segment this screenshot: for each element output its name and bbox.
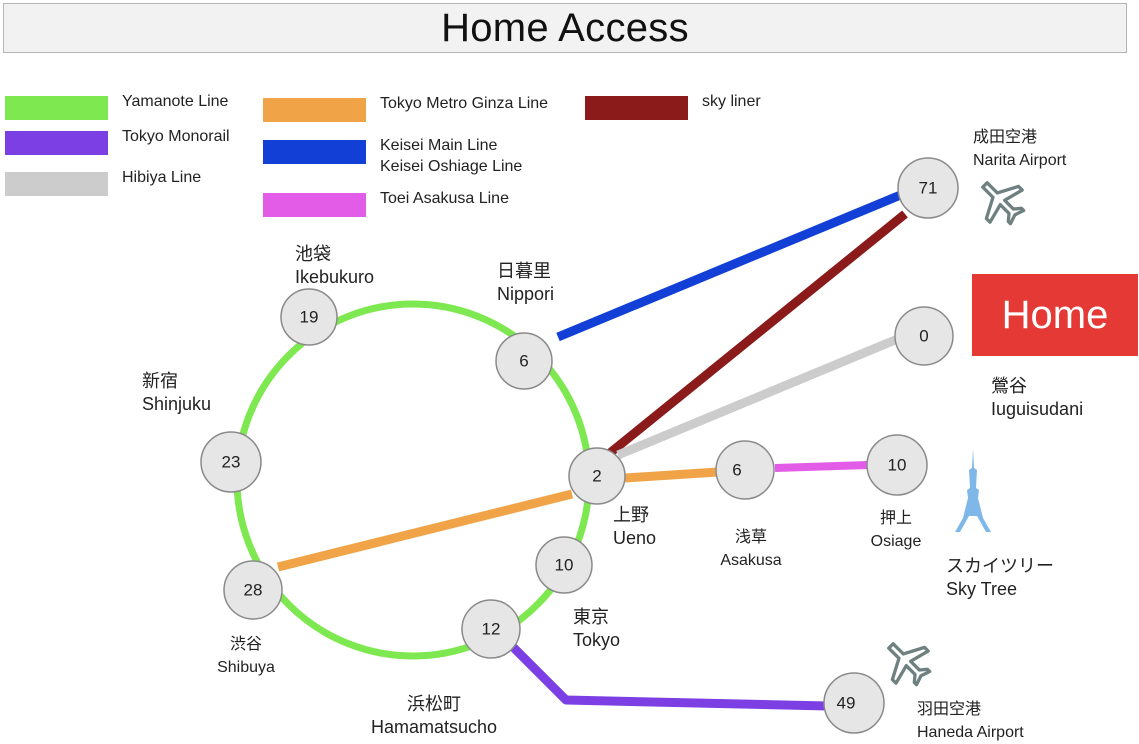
legend-label: Yamanote Line: [122, 93, 229, 110]
legend-label: sky liner: [702, 93, 761, 110]
station-minutes: 23: [222, 453, 241, 472]
station-label-ikebukuro: 池袋 Ikebukuro: [295, 243, 374, 289]
station-marker-ueno[interactable]: 2: [568, 447, 626, 505]
station-minutes: 10: [888, 456, 907, 475]
station-name-en: Shinjuku: [142, 394, 212, 414]
station-name-ja: 羽田空港: [917, 701, 982, 718]
ginza-line-segment: [276, 489, 574, 572]
station-minutes: 6: [519, 352, 528, 371]
station-name-ja: 浅草: [734, 529, 767, 546]
airplane-icon: [981, 181, 1026, 226]
station-label-ueno: 上野 Ueno: [613, 504, 656, 550]
station-name-en: Hamamatsucho: [370, 717, 498, 737]
legend-label: Tokyo Monorail: [122, 128, 230, 145]
station-minutes: 6: [732, 461, 741, 480]
station-label-shinjuku: 新宿 Shinjuku: [142, 370, 211, 416]
station-name-ja: 東京: [573, 607, 609, 627]
legend-swatch: [585, 96, 688, 120]
station-name-ja: 成田空港: [973, 129, 1038, 146]
station-name-en: Shibuya: [217, 659, 275, 676]
station-name-en: Nippori: [497, 284, 555, 304]
station-name-ja: 池袋: [295, 244, 331, 264]
legend-label: Hibiya Line: [122, 169, 202, 186]
legend-swatch: [5, 131, 108, 155]
station-label-narita: 成田空港 Narita Airport: [973, 126, 1066, 172]
legend-item-skyliner: sky liner: [585, 93, 761, 120]
station-label-nippori: 日暮里 Nippori: [497, 260, 554, 306]
skyliner-segment: [602, 210, 908, 461]
station-label-oshiage: 押上 Osiage: [851, 507, 941, 553]
legend-item-monorail: Tokyo Monorail: [5, 128, 230, 155]
legend-item-ginza: Tokyo Metro Ginza Line: [263, 95, 548, 122]
station-label-uguisudani: 鶯谷 Iuguisudani: [991, 375, 1083, 421]
station-minutes: 71: [919, 179, 938, 198]
page-title: Home Access: [441, 5, 689, 50]
station-marker-asakusa[interactable]: 6: [715, 440, 775, 500]
station-name-en: Ueno: [613, 528, 657, 548]
station-label-hamamatsucho: 浜松町 Hamamatsucho: [354, 693, 514, 739]
station-name-en: Iuguisudani: [991, 399, 1084, 419]
station-label-shibuya: 渋谷 Shibuya: [196, 633, 296, 679]
ginza-line-segment: [624, 467, 719, 483]
station-minutes: 19: [300, 308, 319, 327]
station-name-en: Haneda Airport: [917, 724, 1024, 741]
legend-label: Tokyo Metro Ginza Line: [380, 95, 549, 112]
station-marker-nippori[interactable]: 6: [495, 332, 553, 390]
station-marker-shinjuku[interactable]: 23: [200, 431, 262, 493]
station-minutes: 2: [592, 467, 601, 486]
station-name-ja: 上野: [613, 505, 649, 525]
legend-swatch: [5, 96, 108, 120]
station-marker-ikebukuro[interactable]: 19: [280, 288, 338, 346]
legend-item-toei-asakusa: Toei Asakusa Line: [263, 190, 509, 217]
station-minutes: 12: [482, 620, 501, 639]
asakusa-line-segment: [774, 461, 869, 472]
station-name-ja: 日暮里: [497, 261, 551, 281]
station-name-ja: 押上: [879, 510, 912, 527]
station-name-ja: 新宿: [142, 371, 178, 391]
monorail-segment: [508, 642, 829, 711]
station-name-ja: 鶯谷: [991, 376, 1027, 396]
landmark-name-ja: スカイツリー: [946, 556, 1054, 576]
station-minutes: 10: [555, 556, 574, 575]
station-name-en: Asakusa: [720, 552, 782, 569]
legend-swatch: [263, 193, 366, 217]
station-marker-hamamatsucho[interactable]: 12: [461, 599, 521, 659]
station-name-en: Narita Airport: [973, 152, 1067, 169]
station-name-en: Ikebukuro: [295, 267, 375, 287]
airplane-icon: [887, 642, 932, 687]
legend-swatch: [5, 172, 108, 196]
keisei-line-segment: [556, 189, 905, 342]
station-marker-shibuya[interactable]: 28: [223, 560, 283, 620]
station-name-ja: 渋谷: [229, 636, 262, 653]
legend-swatch: [263, 140, 366, 164]
landmark-label-skytree: スカイツリー Sky Tree: [946, 555, 1054, 601]
station-marker-oshiage[interactable]: 10: [866, 434, 928, 496]
station-label-tokyo: 東京 Tokyo: [573, 606, 620, 652]
title-banner: Home Access: [3, 3, 1127, 53]
legend-item-hibiya: Hibiya Line: [5, 169, 201, 196]
legend-label: Toei Asakusa Line: [380, 190, 509, 207]
station-label-asakusa: 浅草 Asakusa: [701, 526, 801, 572]
station-label-haneda: 羽田空港 Haneda Airport: [917, 698, 1024, 744]
home-block: Home: [972, 274, 1138, 356]
station-name-en: Tokyo: [573, 630, 621, 650]
station-minutes: 0: [919, 327, 928, 346]
station-minutes: 28: [244, 581, 263, 600]
hibiya-line-segment: [616, 333, 902, 460]
landmark-name-en: Sky Tree: [946, 579, 1018, 599]
station-name-en: Osiage: [870, 533, 922, 550]
legend-item-yamanote: Yamanote Line: [5, 93, 228, 120]
station-marker-tokyo[interactable]: 10: [535, 536, 593, 594]
station-marker-haneda[interactable]: 49: [823, 672, 885, 734]
station-minutes: 49: [837, 694, 856, 713]
station-marker-narita[interactable]: 71: [897, 157, 959, 219]
station-name-ja: 浜松町: [407, 694, 461, 714]
station-marker-uguisudani[interactable]: 0: [894, 306, 954, 366]
legend-swatch: [263, 98, 366, 122]
tower-icon: [955, 448, 991, 532]
